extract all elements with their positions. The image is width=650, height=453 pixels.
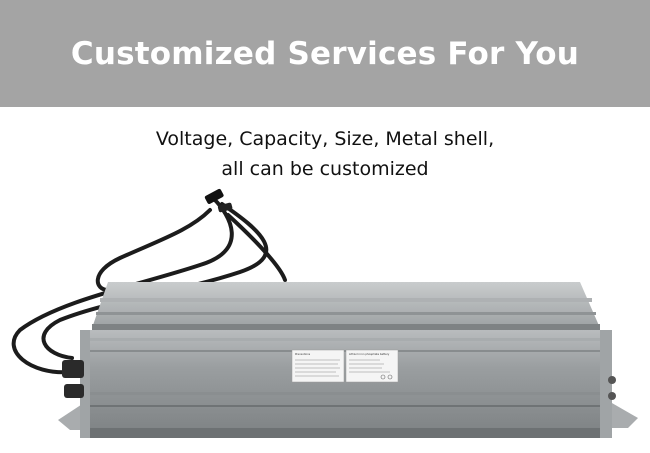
recycle-icon xyxy=(387,374,393,380)
ce-mark-icon xyxy=(380,374,386,380)
right-end-cap xyxy=(608,376,616,400)
left-end-cap xyxy=(62,360,84,398)
battery-casing-main xyxy=(80,330,612,438)
product-label: Precautions Lithium iron phosphate batte… xyxy=(291,349,399,383)
cable-connector-icon xyxy=(204,188,233,213)
battery-casing-top xyxy=(92,282,600,330)
banner-title: Customized Services For You xyxy=(70,35,580,72)
subtitle-line-2: all can be customized xyxy=(221,158,429,180)
subtitle-line-1: Voltage, Capacity, Size, Metal shell, xyxy=(155,128,495,150)
power-cable xyxy=(11,197,287,375)
label-left-heading: Precautions xyxy=(295,352,311,356)
subtitle: Voltage, Capacity, Size, Metal shell, al… xyxy=(0,124,650,184)
product-image: Precautions Lithium iron phosphate batte… xyxy=(0,185,650,449)
label-right-heading: Lithium iron phosphate battery xyxy=(349,352,390,356)
header-banner: Customized Services For You xyxy=(0,0,650,107)
battery-pack-illustration: Precautions Lithium iron phosphate batte… xyxy=(11,188,638,438)
